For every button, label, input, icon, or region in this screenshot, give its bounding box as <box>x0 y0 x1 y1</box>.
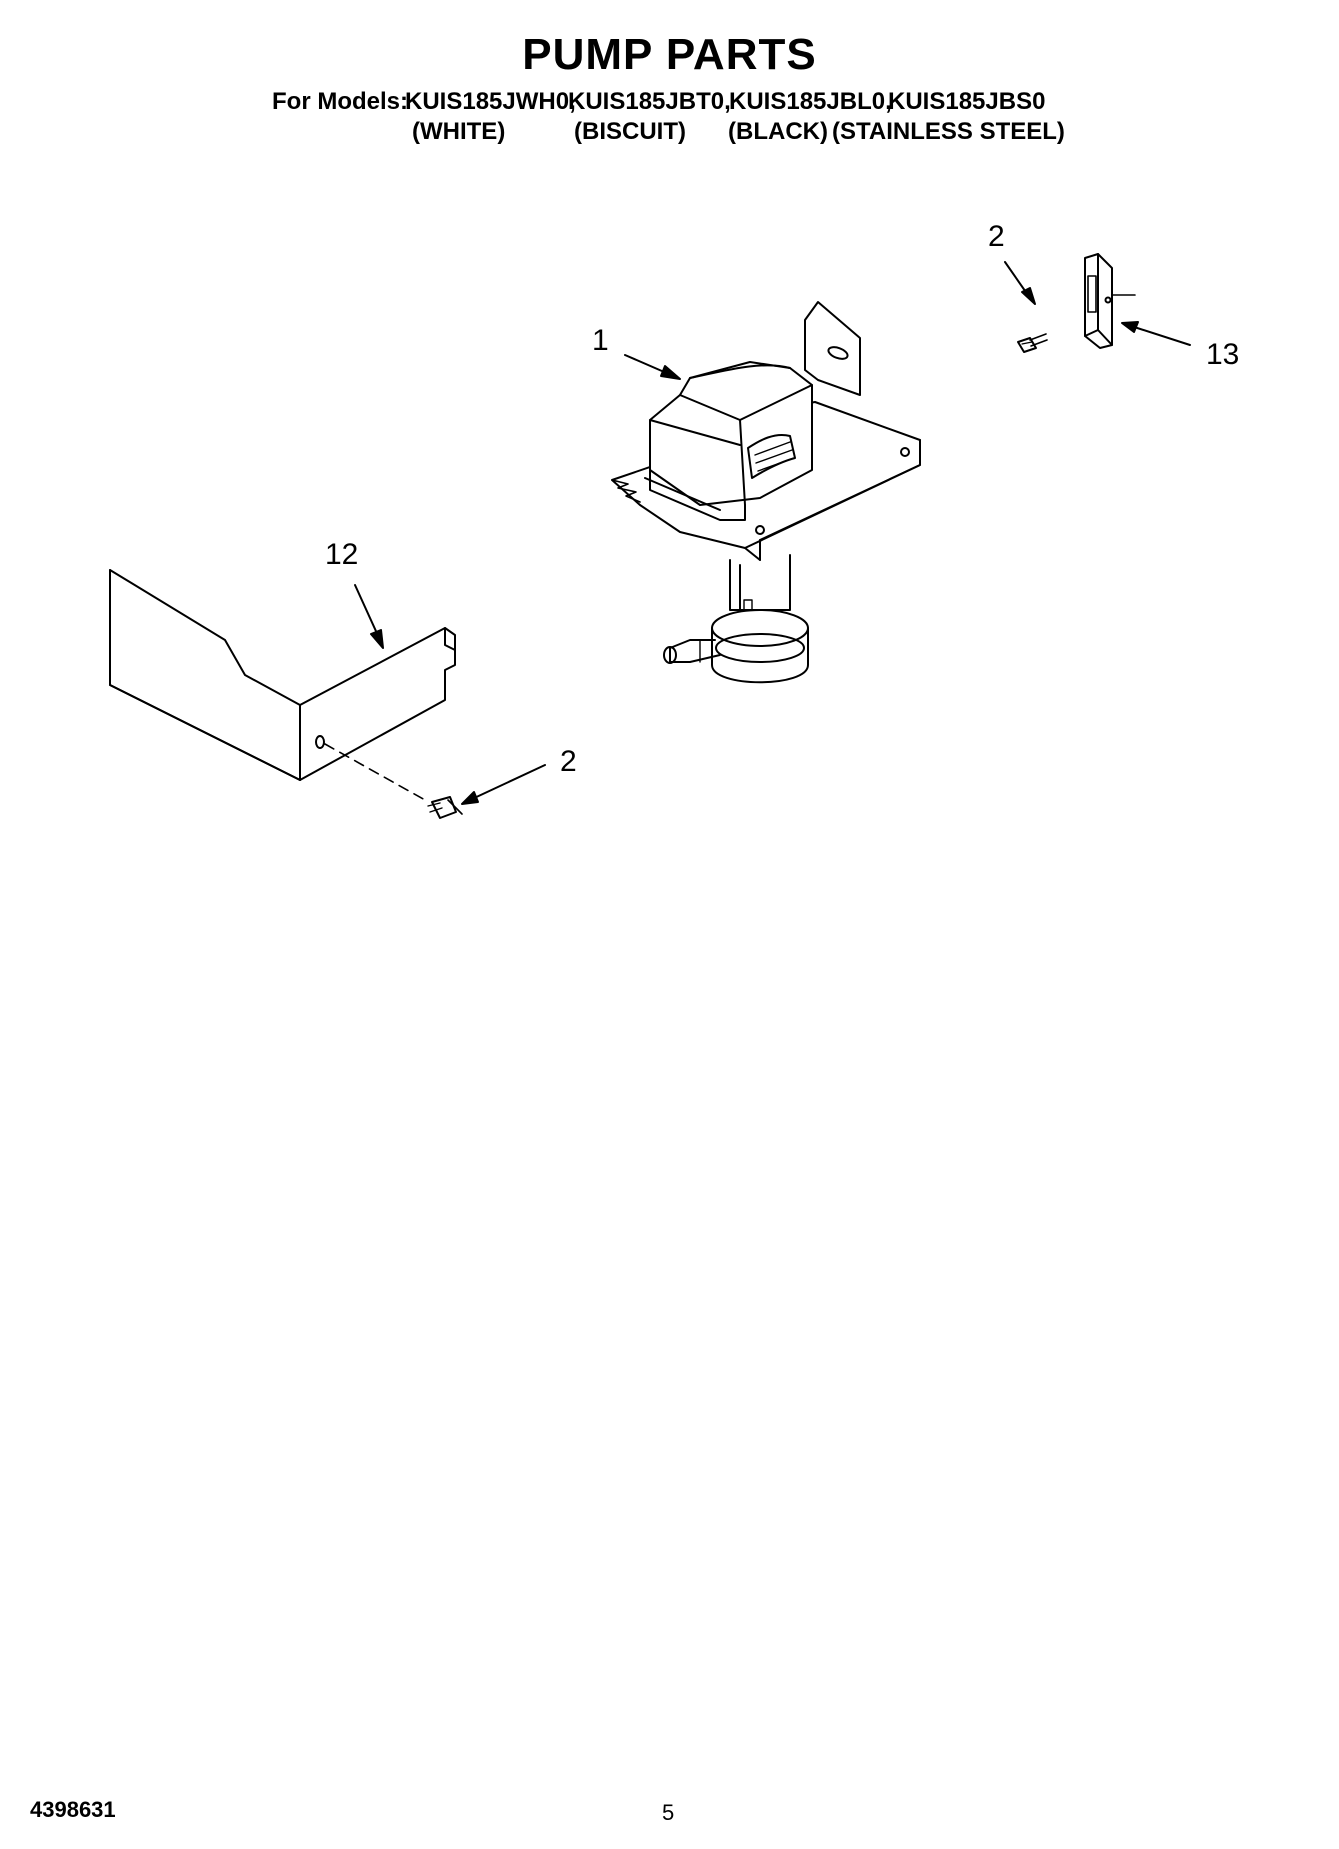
callout-1: 1 <box>592 324 609 357</box>
leader-arrows <box>354 261 1191 805</box>
page-title: PUMP PARTS <box>522 30 817 79</box>
color-stainless: (STAINLESS STEEL) <box>832 118 1065 145</box>
callout-13: 13 <box>1206 338 1240 371</box>
model-biscuit: KUIS185JBT0, <box>568 88 731 115</box>
models-prefix: For Models: <box>272 88 408 115</box>
pump-assembly-drawing <box>611 301 921 684</box>
color-white: (WHITE) <box>412 118 506 145</box>
callout-2-bottom: 2 <box>560 745 577 778</box>
color-black: (BLACK) <box>728 118 828 145</box>
document-number: 4398631 <box>30 1797 116 1822</box>
color-biscuit: (BISCUIT) <box>574 118 686 145</box>
model-white: KUIS185JWH0, <box>405 88 576 115</box>
model-list: For Models: KUIS185JWH0, KUIS185JBT0, KU… <box>0 88 1339 118</box>
model-black: KUIS185JBL0, <box>729 88 892 115</box>
page-number: 5 <box>662 1800 675 1825</box>
callout-2-top: 2 <box>988 220 1005 253</box>
model-stainless: KUIS185JBS0 <box>888 88 1046 115</box>
callout-12: 12 <box>325 538 359 571</box>
cover-panel-drawing <box>109 569 463 819</box>
bracket-drawing <box>1017 253 1136 353</box>
color-list: (WHITE) (BISCUIT) (BLACK) (STAINLESS STE… <box>0 118 1339 148</box>
